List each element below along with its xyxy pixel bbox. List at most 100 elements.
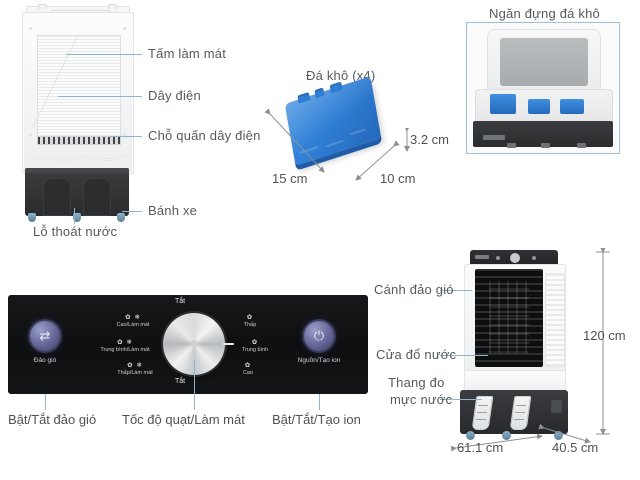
dial-off-bottom-label: Tắt [175,378,186,385]
screw [29,133,32,136]
swing-button[interactable]: ⇄ [30,321,60,351]
dial-off-top-label: Tắt [175,298,186,305]
fan-icon: ✿ [244,362,252,369]
callout-cooling-pad: Tấm làm mát [148,46,227,61]
leader-dial-caption [194,360,195,410]
screw [123,27,126,30]
rear-view-illustration [22,4,134,222]
depth-label: 40.5 cm [552,440,599,455]
top-clip-right [108,4,117,9]
gauge-tick [477,405,489,406]
caption-dial: Tốc độ quạt/Làm mát [122,412,245,427]
leader-swing-caption [45,394,46,410]
caster-wheel [117,213,125,222]
gauge-tick [514,419,525,420]
brand-logo [475,255,489,259]
leader-cooling-pad [66,54,142,55]
callout-cord-winder: Chỗ quấn dây điện [148,128,261,143]
swing-louver [475,269,543,367]
control-panel: Tắt Tắt ✿ ❄ Cao/Làm mát ✿ ❄ Trung bình/L… [8,295,368,394]
leader-swing-louver [440,290,472,291]
tank-handle-right [83,178,111,216]
gauge-tick [476,419,487,420]
ice-pack-length-arrow [264,108,325,173]
caption-power-ion: Bật/Tắt/Tạo ion [272,412,361,427]
fan-speed-dial [510,253,520,263]
height-label: 120 cm [583,328,626,343]
leader-cord-winder [110,136,142,137]
leader-water-gauge [440,399,482,400]
callout-drain-hole: Lỗ thoát nước [33,224,118,239]
tank-handle-left [43,178,71,216]
unit-body-front [473,121,613,148]
dial-mark-high: ✿ Cao [228,362,268,377]
dial-hub [190,340,198,348]
power-ion-button[interactable]: ⏻ [304,321,334,351]
gauge-tick [477,412,488,413]
water-tank-base [25,168,129,216]
cooling-pad [37,35,121,137]
power-ion-button-label: Nguồn/Tạo ion [297,357,341,364]
tank-rim [25,168,129,173]
leader-wheels [122,211,142,212]
depth-dimension-arrow [538,424,591,444]
ice-tray [475,89,613,125]
callout-swing-louver: Cánh đảo gió [374,282,454,297]
leader-power-cord [58,96,142,97]
callout-water-gauge-line2: mực nước [390,392,453,407]
fan-icon: ✿ [251,339,259,346]
gauge-tick [515,405,527,406]
callout-water-inlet: Cửa đổ nước [376,347,457,362]
fan-snow-icon: ✿ ❄ [117,339,133,346]
screw [123,133,126,136]
water-level-gauge [471,396,494,430]
swing-button [496,256,500,260]
wheel [577,143,586,148]
gauge-tick [515,412,526,413]
wheel [507,143,516,148]
upper-shell [464,264,566,374]
ice-pack-length-label: 15 cm [272,171,308,186]
power-ion-button [532,256,536,260]
ice-pack-width-arrow [355,140,400,181]
unit-rear-body [22,12,134,174]
callout-water-gauge-line1: Thang đo [388,375,445,390]
dial-mark-medium: ✿ Trung bình [230,339,280,354]
height-dimension-arrow [596,248,610,435]
screw [29,27,32,30]
cooling-pad-bottom-rail [37,136,121,145]
cord-routing-line [32,32,80,128]
power-cord [32,153,124,164]
louver-grid [489,281,529,353]
power-ion-icon: ⏻ [313,328,325,343]
compartment-lid [487,29,601,97]
front-view-illustration [458,250,582,444]
dial-mark-medium-cool: ✿ ❄ Trung bình/Làm mát [88,339,162,354]
side-vent [545,273,565,367]
callout-wheels: Bánh xe [148,203,198,218]
brand-logo [483,135,505,140]
leader-power-caption [319,394,320,410]
wheel [541,143,550,148]
ice-pack-thickness-label: 3.2 cm [410,132,450,147]
ice-pack-in-tray [528,99,550,114]
water-level-gauge [509,396,532,430]
ice-compartment-photo [466,22,620,154]
lid-panel [500,38,588,86]
dial-mark-high-cool: ✿ ❄ Cao/Làm mát [102,314,164,329]
fan-snow-icon: ✿ ❄ [125,314,141,321]
dial-mark-low-cool: ✿ ❄ Thấp/Làm mát [104,362,166,377]
ice-pack-in-tray [490,94,516,114]
dial-mark-low: ✿ Thấp [230,314,270,329]
width-label: 61.1 cm [457,440,504,455]
ice-compartment-title: Ngăn đựng đá khô [489,6,600,21]
swing-fan-icon: ⇄ [39,328,51,343]
width-dimension-arrow [450,433,543,452]
leader-water-inlet [440,355,488,356]
swing-button-label: Đảo gió [33,357,57,364]
leader-drain-hole [74,208,75,224]
control-strip [470,250,558,266]
callout-power-cord: Dây điện [148,88,201,103]
dial-pointer [223,343,234,345]
